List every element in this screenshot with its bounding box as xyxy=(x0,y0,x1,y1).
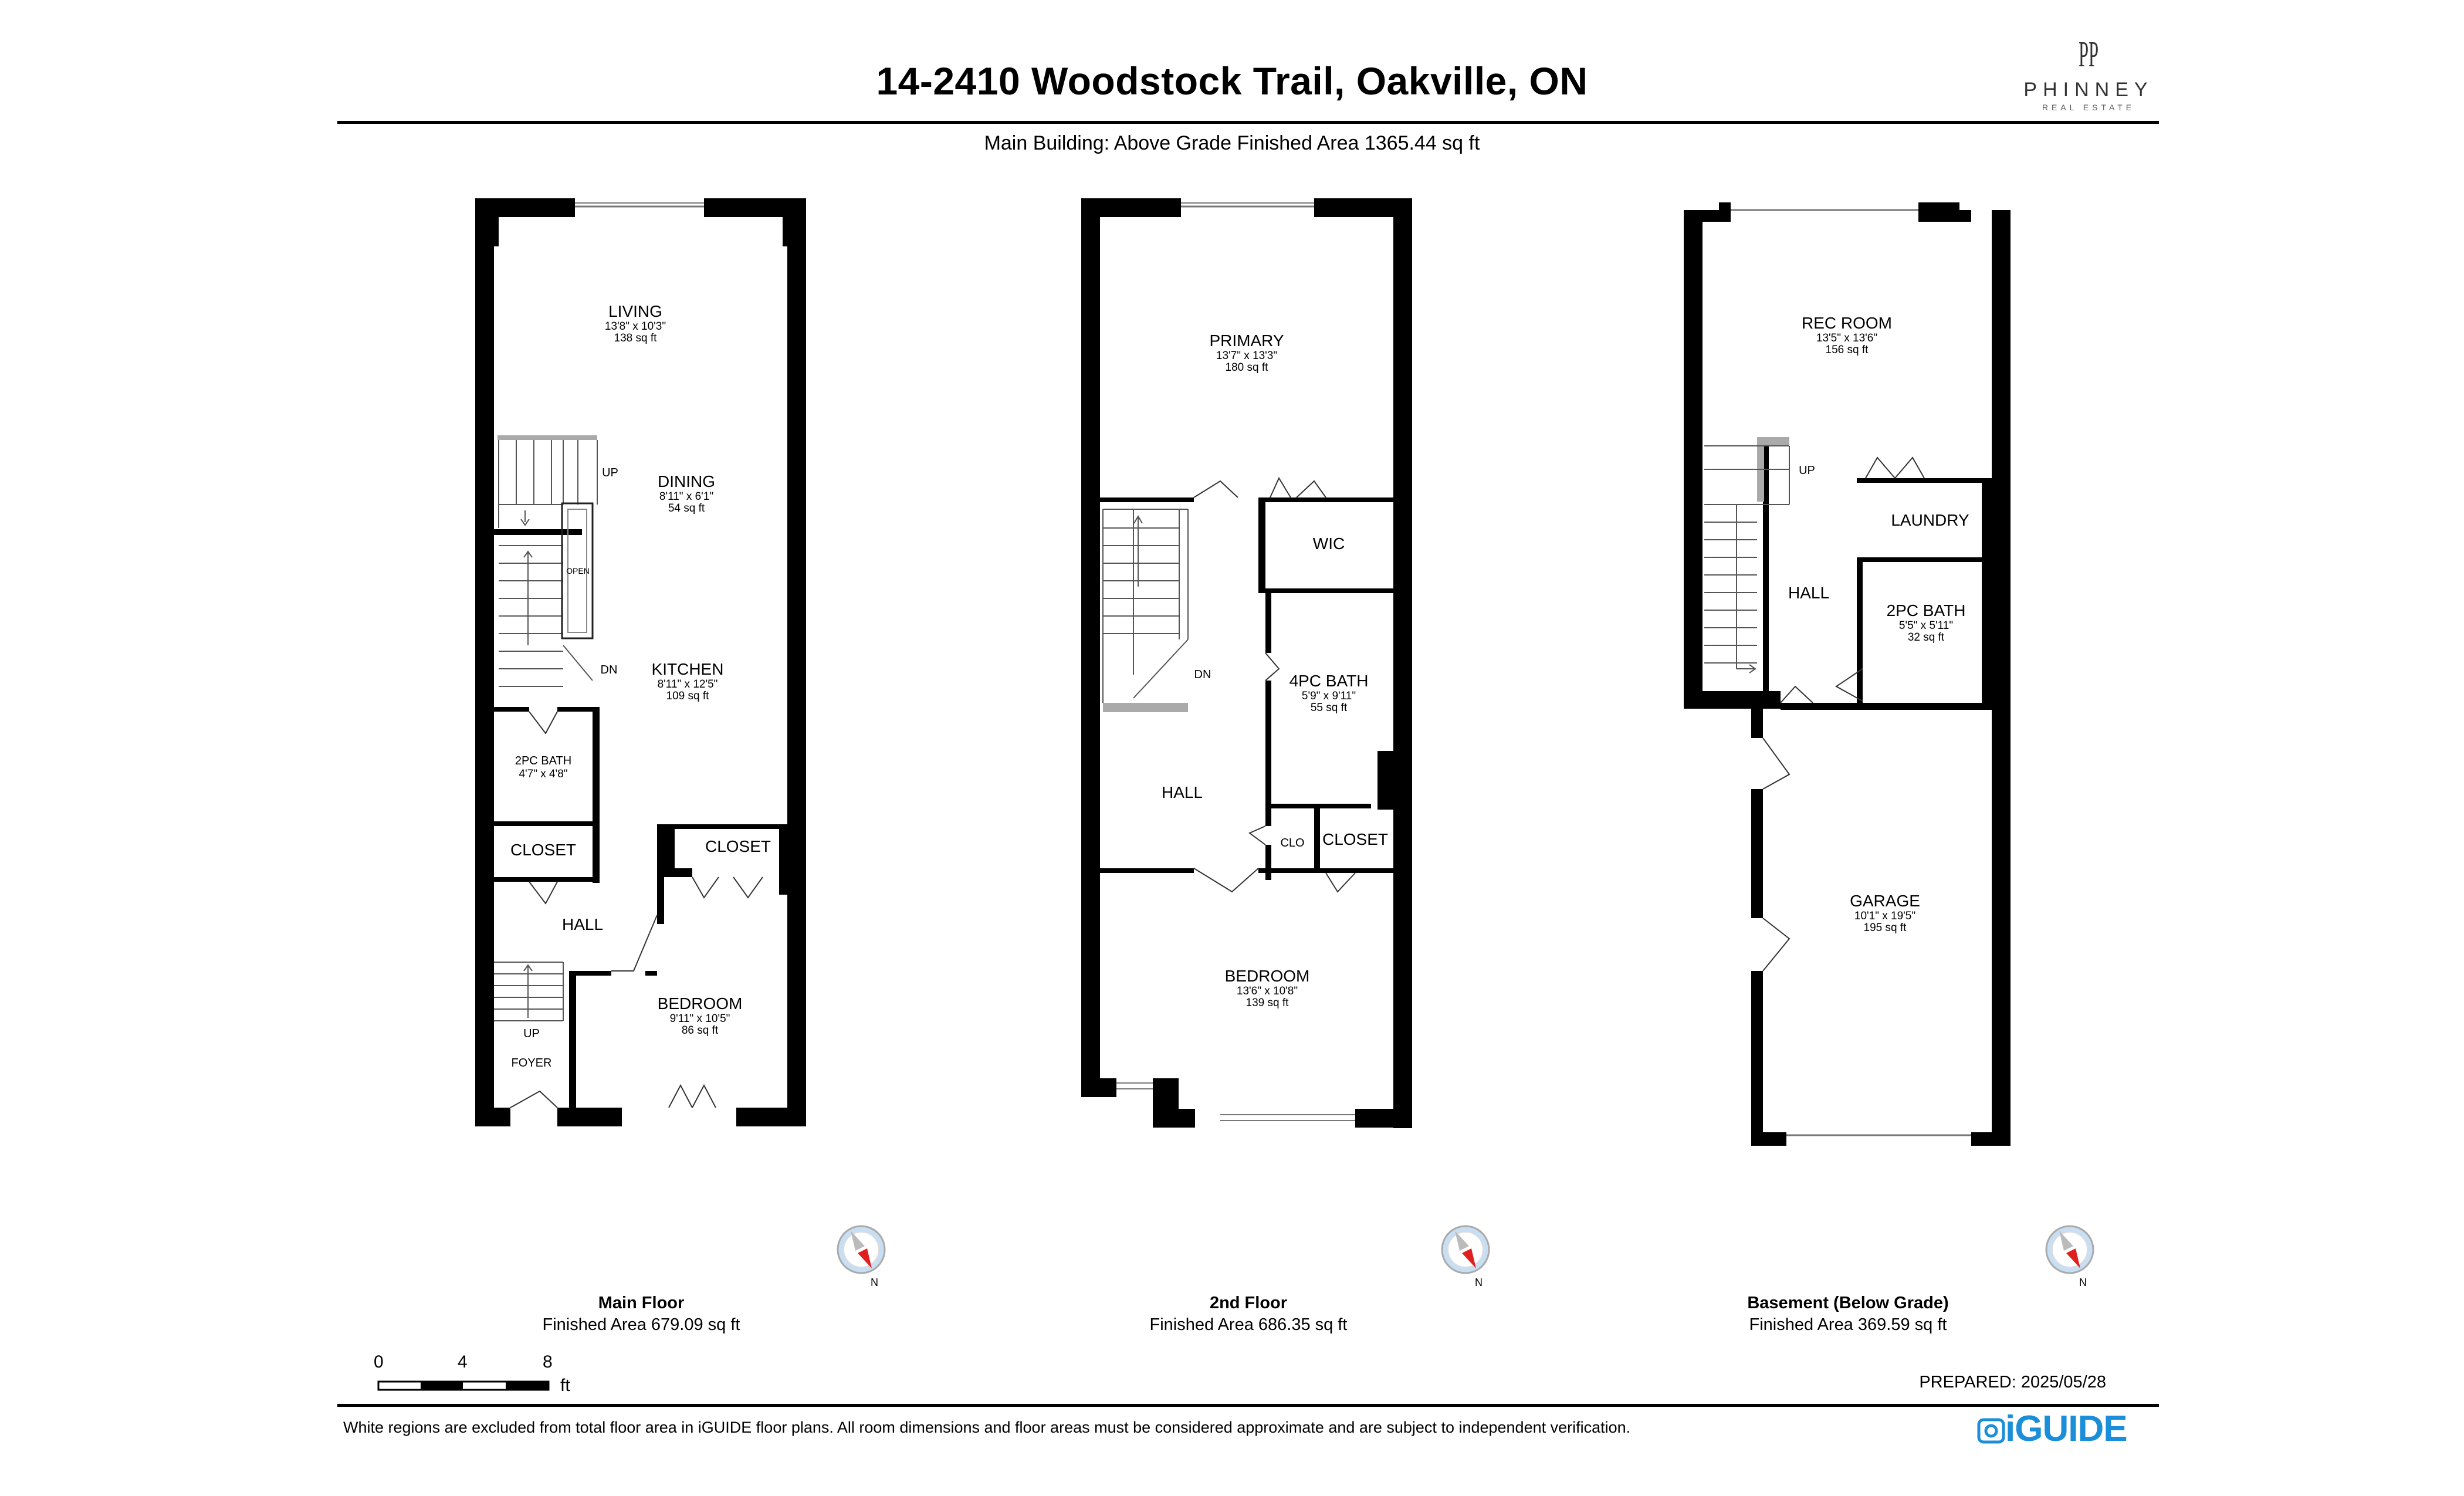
basement-stairs xyxy=(1704,437,1790,673)
compass-second-north: N xyxy=(1475,1277,1483,1288)
main-hall-label: HALL xyxy=(562,915,603,933)
second-4pc-bath-dims: 5'9" x 9'11" xyxy=(1302,690,1356,702)
main-floor-walls xyxy=(475,198,806,1126)
main-floor-plan: LIVING 13'8" x 10'3" 138 sq ft DINING 8'… xyxy=(475,198,806,1126)
disclaimer-text: White regions are excluded from total fl… xyxy=(343,1419,1631,1436)
main-kitchen-area: 109 sq ft xyxy=(666,690,710,702)
scale-tick-0: 0 xyxy=(374,1352,384,1372)
main-living-dims: 13'8" x 10'3" xyxy=(605,320,666,333)
monogram-letters: PP xyxy=(2079,35,2099,73)
basement-garage-area: 195 sq ft xyxy=(1864,922,1907,934)
basement-area: Finished Area 369.59 sq ft xyxy=(1749,1315,1947,1334)
footer-rule xyxy=(337,1404,2159,1407)
iguide-logo: iGUIDE xyxy=(1977,1408,2128,1450)
second-floor-walls xyxy=(1081,198,1412,1128)
second-4pc-bath-area: 55 sq ft xyxy=(1311,702,1348,714)
second-floor-title: 2nd Floor xyxy=(1209,1294,1288,1312)
compass-main-north: N xyxy=(871,1277,878,1288)
scale-tick-4: 4 xyxy=(458,1352,468,1372)
basement-laundry-label: LAUNDRY xyxy=(1891,511,1969,529)
main-open-label: OPEN xyxy=(566,566,590,576)
basement-title: Basement (Below Grade) xyxy=(1747,1294,1949,1312)
main-stair-up-label: UP xyxy=(602,466,618,479)
main-kitchen-dims: 8'11" x 12'5" xyxy=(658,678,718,691)
brand-name: PHINNEY xyxy=(2023,79,2154,101)
main-2pc-bath-dims: 4'7" x 4'8" xyxy=(519,768,567,780)
second-stair-dn-label: DN xyxy=(1194,668,1211,681)
second-bedroom-label: BEDROOM xyxy=(1225,967,1310,985)
scale-unit: ft xyxy=(560,1376,570,1395)
main-foyer-label: FOYER xyxy=(512,1057,552,1069)
basement-rec-room-label: REC ROOM xyxy=(1802,314,1892,332)
main-bedroom-label: BEDROOM xyxy=(658,994,743,1013)
page-subtitle: Main Building: Above Grade Finished Area… xyxy=(984,132,1480,154)
second-primary-label: PRIMARY xyxy=(1209,331,1284,350)
main-closet-left-label: CLOSET xyxy=(510,841,576,859)
main-bedroom-dims: 9'11" x 10'5" xyxy=(670,1013,730,1025)
basement-garage-dims: 10'1" x 19'5" xyxy=(1854,910,1915,922)
basement-2pc-bath-label: 2PC BATH xyxy=(1887,601,1966,620)
iguide-wordmark: iGUIDE xyxy=(2005,1409,2128,1449)
compass-basement-north: N xyxy=(2079,1277,2087,1288)
main-2pc-bath-label: 2PC BATH xyxy=(515,754,571,767)
second-floor-stairs xyxy=(1102,509,1189,712)
second-hall-label: HALL xyxy=(1162,783,1203,801)
main-dining-dims: 8'11" x 6'1" xyxy=(659,490,713,503)
page-title: 14-2410 Woodstock Trail, Oakville, ON xyxy=(876,59,1588,103)
compass-main-floor-icon: N xyxy=(837,1225,886,1288)
second-4pc-bath-label: 4PC BATH xyxy=(1289,672,1369,690)
main-stair-dn-label: DN xyxy=(601,664,618,676)
main-living-label: LIVING xyxy=(608,302,662,320)
main-dining-label: DINING xyxy=(658,472,715,490)
compass-basement-icon: N xyxy=(2045,1225,2094,1288)
scale-tick-8: 8 xyxy=(543,1352,553,1372)
prepared-date: PREPARED: 2025/05/28 xyxy=(1919,1373,2106,1392)
second-closet-label: CLOSET xyxy=(1322,830,1388,848)
main-floor-stairs-upper xyxy=(497,435,598,687)
scale-bar xyxy=(377,1380,550,1391)
main-floor-title: Main Floor xyxy=(598,1294,685,1312)
basement-plan: REC ROOM 13'5" x 13'6" 156 sq ft LAUNDRY… xyxy=(1684,202,2011,1146)
main-bedroom-area: 86 sq ft xyxy=(682,1024,719,1037)
main-dining-area: 54 sq ft xyxy=(668,502,705,515)
main-living-area: 138 sq ft xyxy=(614,332,658,344)
brand-tagline: REAL ESTATE xyxy=(2042,103,2135,112)
basement-stair-up-label: UP xyxy=(1799,464,1815,477)
basement-hall-label: HALL xyxy=(1788,584,1829,602)
main-kitchen-label: KITCHEN xyxy=(652,660,724,678)
main-floor-area: Finished Area 679.09 sq ft xyxy=(542,1315,740,1334)
basement-2pc-bath-area: 32 sq ft xyxy=(1908,631,1945,644)
basement-rec-room-dims: 13'5" x 13'6" xyxy=(1816,332,1877,344)
second-primary-area: 180 sq ft xyxy=(1226,361,1269,374)
basement-2pc-bath-dims: 5'5" x 5'11" xyxy=(1899,620,1953,632)
second-clo-label: CLO xyxy=(1280,837,1304,849)
compass-second-floor-icon: N xyxy=(1441,1225,1490,1288)
phinney-monogram-icon: PP xyxy=(2079,35,2099,75)
basement-walls xyxy=(1684,202,2011,1146)
second-primary-dims: 13'7" x 13'3" xyxy=(1216,350,1277,362)
basement-rec-room-area: 156 sq ft xyxy=(1826,344,1869,356)
second-wic-label: WIC xyxy=(1313,534,1345,553)
main-floor-stairs-lower xyxy=(494,962,564,1021)
second-floor-plan: PRIMARY 13'7" x 13'3" 180 sq ft WIC 4PC … xyxy=(1081,198,1412,1128)
header-rule xyxy=(337,121,2159,124)
second-bedroom-dims: 13'6" x 10'8" xyxy=(1237,985,1298,997)
main-foyer-up-label: UP xyxy=(523,1027,540,1040)
second-floor-area: Finished Area 686.35 sq ft xyxy=(1149,1315,1348,1334)
brand-logo: PP PHINNEY REAL ESTATE xyxy=(1995,32,2182,112)
iguide-camera-icon xyxy=(1977,1418,2005,1444)
second-bedroom-area: 139 sq ft xyxy=(1246,997,1289,1009)
basement-garage-label: GARAGE xyxy=(1850,892,1920,910)
main-closet-right-label: CLOSET xyxy=(705,837,771,855)
